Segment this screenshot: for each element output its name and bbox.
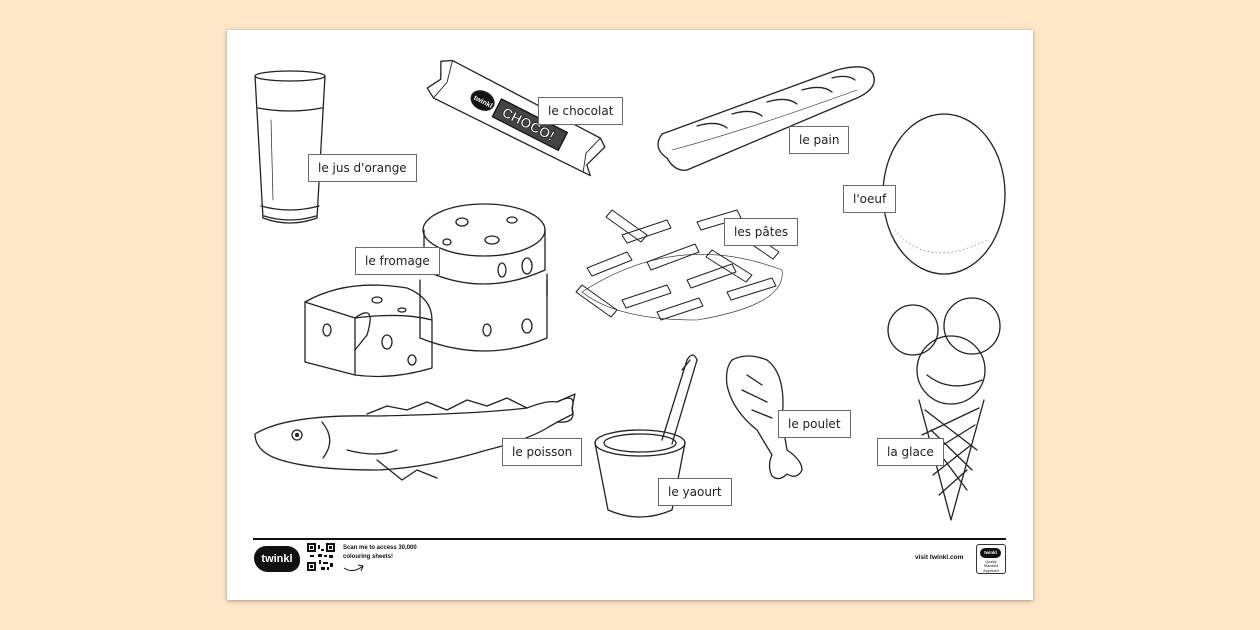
arrow-icon xyxy=(343,564,364,572)
food-illustrations: twinkl CHOCO! xyxy=(254,59,1006,572)
colouring-sheet: twinkl CHOCO! xyxy=(227,30,1033,600)
label-chicken: le poulet xyxy=(778,410,851,438)
bread-illustration xyxy=(657,66,875,171)
qr-code xyxy=(307,543,335,571)
label-icecream: la glace xyxy=(877,438,944,466)
visit-link[interactable]: visit twinkl.com xyxy=(915,554,964,561)
twinkl-logo[interactable]: twinkl xyxy=(254,546,300,572)
label-pasta: les pâtes xyxy=(724,218,799,246)
icecream-illustration xyxy=(887,297,1001,521)
label-juice: le jus d'orange xyxy=(308,154,417,182)
label-bread: le pain xyxy=(789,126,850,154)
scan-text: Scan me to access 30,000 colouring sheet… xyxy=(343,545,417,560)
label-yogurt: le yaourt xyxy=(658,478,732,506)
cheese-illustration xyxy=(304,203,548,378)
chicken-illustration xyxy=(725,355,803,480)
quality-badge: twinkl Quality Standard Approved xyxy=(976,544,1006,574)
footer-divider xyxy=(253,538,1006,540)
yogurt-illustration xyxy=(594,354,698,518)
badge-logo: twinkl xyxy=(980,548,1001,558)
fish-illustration xyxy=(254,393,576,481)
glass-illustration xyxy=(254,70,326,224)
label-chocolate: le chocolat xyxy=(538,97,624,125)
label-cheese: le fromage xyxy=(355,247,440,275)
label-egg: l'oeuf xyxy=(843,185,897,213)
badge-text: Quality Standard Approved xyxy=(983,560,999,573)
egg-illustration xyxy=(882,113,1006,275)
label-fish: le poisson xyxy=(502,438,583,466)
